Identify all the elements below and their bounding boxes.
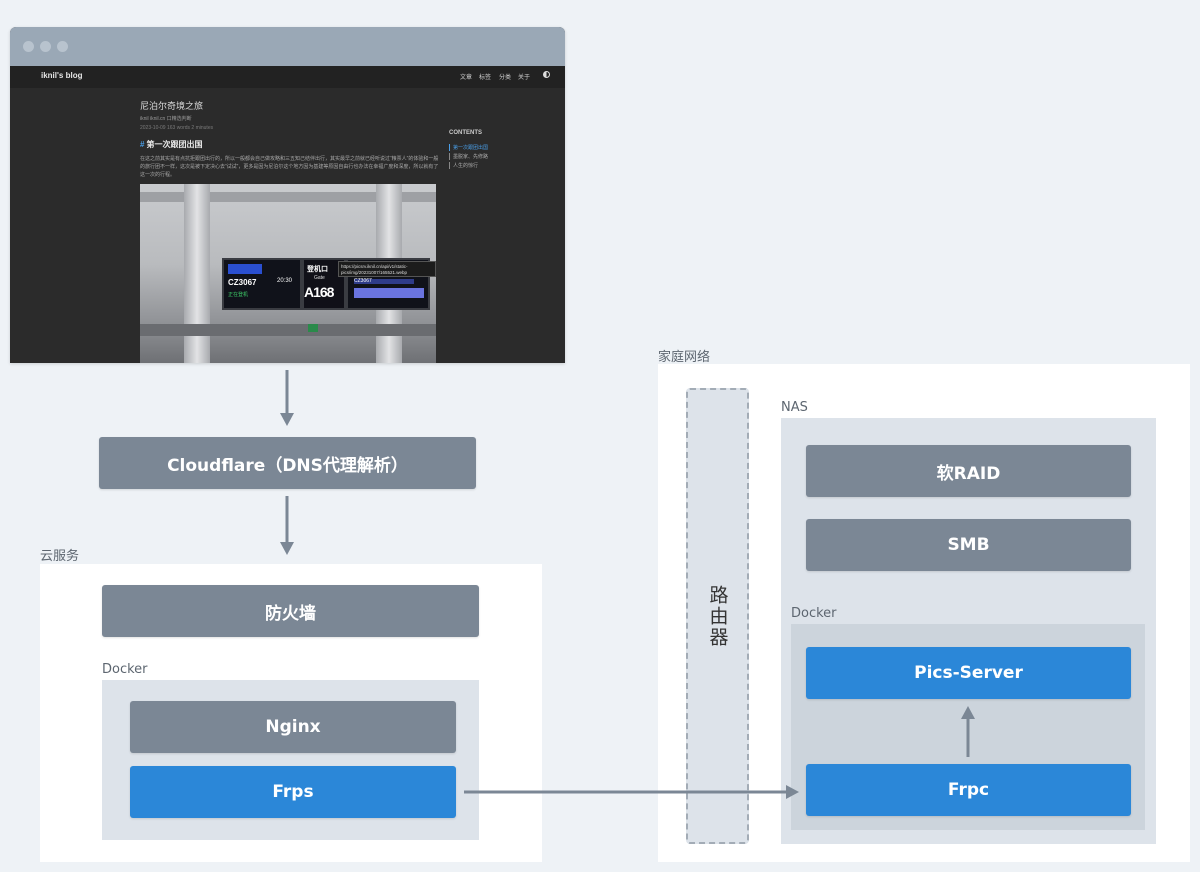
cloud-docker-label: Docker [102,662,148,677]
frpc-node: Frpc [806,764,1131,816]
soft-raid-node: 软RAID [806,445,1131,497]
floor-area [140,324,436,336]
nav-link-tags: 标签 [479,75,492,81]
nas-label: NAS [781,400,808,415]
window-titlebar [10,27,565,66]
nav-link-about: 关于 [518,75,531,81]
blog-navbar [10,66,565,88]
schedule-highlight [354,288,424,298]
departure-time: 20:30 [277,278,293,284]
arrow-cloudflare-to-cloud [280,496,294,555]
post-meta: iknil iknil.cn 口精选判断 [140,116,192,122]
schedule-flight: CZ3067 [354,278,372,284]
frps-node: Frps [130,766,456,818]
post-meta-date: 2023-10-09 163 words 2 minutes [140,125,214,131]
router-node: 路由器 [686,388,749,844]
smb-node: SMB [806,519,1131,571]
gate-label-en: Gate [314,275,325,281]
post-photo: CZ3067 正在登机 20:30 登机口 Gate A168 CZ3067 h… [140,184,436,363]
gate-label-cn: 登机口 [307,266,328,273]
window-minimize-dot [40,41,51,52]
window-maximize-dot [57,41,68,52]
boarding-status: 正在登机 [228,292,249,298]
cloudflare-node: Cloudflare（DNS代理解析） [99,437,476,489]
arrow-blog-to-cloudflare [280,370,294,426]
nav-link-categories: 分类 [499,75,512,81]
airline-logo [228,264,262,274]
blog-screenshot: iknil's blog 文章 标签 分类 关于 尼泊尔奇境之旅 iknil i… [10,27,565,363]
theme-toggle-icon [543,71,550,78]
cloud-service-label: 云服务 [40,549,80,564]
pillar [184,184,210,363]
toc-item: 墨脱家、先修路 [449,153,488,160]
nav-link-articles: 文章 [460,75,473,81]
ceiling-beam [140,192,436,202]
nginx-node: Nginx [130,701,456,753]
home-network-label: 家庭网络 [658,350,711,365]
blog-brand: iknil's blog [41,71,83,80]
anchor-hash-icon: # [140,140,145,149]
post-heading-text: 第一次跟团出国 [146,140,203,149]
flight-number: CZ3067 [228,278,257,287]
post-paragraph: 在这之前其实是有点抗拒跟团出行的，所以一般都会自己做攻略和三五知己结伴出行，其实… [140,156,439,178]
post-title: 尼泊尔奇境之旅 [140,101,204,111]
firewall-node: 防火墙 [102,585,479,637]
nas-docker-label: Docker [791,606,837,621]
gate-number: A168 [304,284,334,300]
toc-item: 人生的惊行 [449,162,478,169]
image-url-tooltip: https://picsrv.iknil.cn/api/v1/static-pi… [338,261,436,277]
schedule-row [354,279,414,284]
post-heading: #第一次跟团出国 [140,139,202,150]
toc-title: CONTENTS [449,130,482,136]
router-label: 路由器 [706,584,729,648]
window-close-dot [23,41,34,52]
toc-item: 第一次跟团出国 [449,144,488,151]
pics-server-node: Pics-Server [806,647,1131,699]
exit-sign [308,324,318,332]
